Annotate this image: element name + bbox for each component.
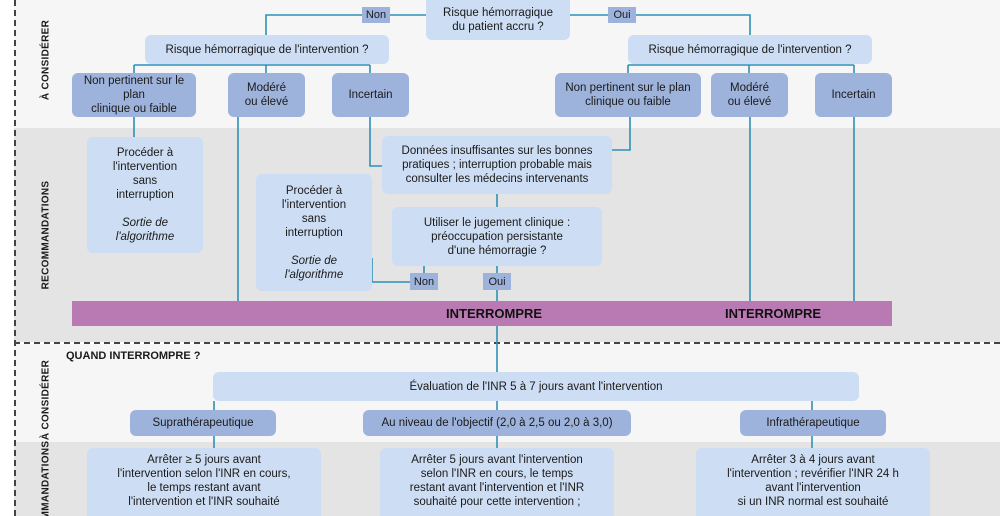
connector-patient-no — [265, 14, 426, 36]
interrupt-label-left: INTERROMPRE — [446, 306, 543, 321]
connector-right-low-data — [612, 117, 631, 151]
clinical-no-tag: Non — [410, 273, 438, 290]
patient-risk-yes-tag: Oui — [608, 7, 636, 23]
right-intervention-risk-question: Risque hémorragique de l'intervention ? — [628, 35, 872, 64]
clinical-judgment-text: Utiliser le jugement clinique :préoccupa… — [423, 216, 571, 257]
interrupt-label-right: INTERROMPRE — [725, 306, 822, 321]
when-interrupt-heading: QUAND INTERROMPRE ? — [66, 350, 201, 362]
left-risk-uncertain-box: Incertain — [332, 73, 409, 117]
section-divider-vertical — [14, 0, 16, 516]
right-risk-uncertain-box: Incertain — [815, 73, 892, 117]
connector-left-uncertain-data — [369, 117, 382, 167]
target-level-box: Au niveau de l'objectif (2,0 à 2,5 ou 2,… — [363, 410, 631, 436]
patient-risk-no-tag: Non — [362, 7, 390, 23]
interrupt-bar — [72, 301, 892, 326]
clinical-judgment-box: Utiliser le jugement clinique :préoccupa… — [392, 207, 602, 266]
inr-evaluation-box: Évaluation de l'INR 5 à 7 jours avant l'… — [213, 372, 859, 401]
infratherapeutic-box: Infrathérapeutique — [740, 410, 886, 436]
supratherapeutic-box: Suprathérapeutique — [130, 410, 276, 436]
left-intervention-risk-question: Risque hémorragique de l'intervention ? — [145, 35, 389, 64]
section-divider-horizontal — [14, 342, 1000, 344]
clinical-yes-tag: Oui — [483, 273, 511, 290]
connector-patient-yes — [570, 14, 751, 36]
connector-no-proceed — [371, 258, 410, 283]
